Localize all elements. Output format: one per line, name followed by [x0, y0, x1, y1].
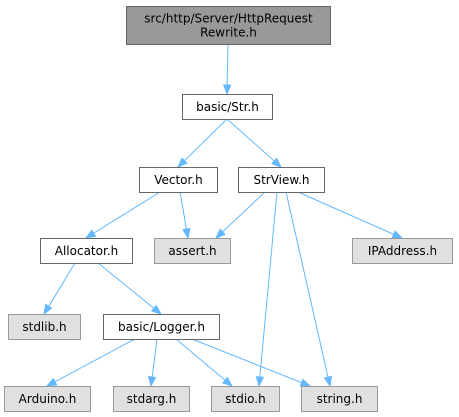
node-label-root-line-1: src/http/Server/HttpRequest	[144, 12, 313, 26]
node-box-stdarg	[113, 386, 190, 412]
edge-logger-to-stdio	[175, 338, 226, 381]
node-box-str	[182, 94, 273, 120]
node-stdlib: stdlib.h	[8, 314, 81, 340]
node-string: string.h	[301, 386, 378, 412]
edge-arrowhead-logger-to-stdio	[222, 376, 234, 387]
edge-arrowhead-logger-to-string	[299, 378, 312, 387]
node-label-str: basic/Str.h	[196, 100, 259, 114]
node-stdio: stdio.h	[211, 386, 280, 412]
node-label-allocator: Allocator.h	[55, 244, 118, 258]
node-vector[interactable]: Vector.h	[139, 167, 218, 193]
node-box-stdio	[211, 386, 280, 412]
edge-logger-to-arduino	[54, 338, 136, 383]
edge-str-to-strview	[226, 118, 275, 162]
edge-root-to-str	[226, 43, 229, 86]
node-box-strview	[238, 167, 325, 193]
node-label-ipaddress: IPAddress.h	[368, 244, 437, 258]
node-assert: assert.h	[154, 238, 231, 264]
node-box-stdlib	[8, 314, 81, 340]
edge-strview-to-stdio	[259, 191, 278, 378]
node-label-stdarg: stdarg.h	[127, 392, 177, 406]
edge-arrowhead-vector-to-allocator	[84, 229, 97, 239]
node-box-logger	[103, 314, 220, 340]
edge-arrowhead-allocator-to-logger	[150, 304, 163, 315]
node-allocator[interactable]: Allocator.h	[40, 238, 133, 264]
edge-arrowhead-strview-to-ipaddress	[391, 230, 404, 239]
edge-vector-to-allocator	[93, 191, 161, 234]
node-box-ipaddress	[352, 238, 453, 264]
edge-allocator-to-stdlib	[48, 262, 76, 307]
edge-vector-to-assert	[179, 191, 187, 230]
node-label-vector: Vector.h	[154, 173, 203, 187]
node-str[interactable]: basic/Str.h	[182, 94, 273, 120]
edge-arrowhead-logger-to-arduino	[45, 377, 58, 387]
edge-arrowhead-strview-to-stdio	[255, 376, 265, 388]
node-label-stdio: stdio.h	[225, 392, 265, 406]
node-strview[interactable]: StrView.h	[238, 167, 325, 193]
node-label-root-line-2: Rewrite.h	[200, 26, 257, 40]
edge-strview-to-string	[285, 191, 329, 378]
edge-arrowhead-root-to-str	[222, 84, 232, 96]
node-box-root	[126, 6, 331, 45]
node-box-vector	[139, 167, 218, 193]
node-label-logger: basic/Logger.h	[118, 320, 205, 334]
node-logger[interactable]: basic/Logger.h	[103, 314, 220, 340]
edge-strview-to-ipaddress	[297, 191, 394, 235]
node-box-string	[301, 386, 378, 412]
edge-arrowhead-strview-to-assert	[214, 228, 226, 239]
node-box-arduino	[4, 386, 91, 412]
edge-arrowhead-strview-to-string	[323, 375, 333, 388]
node-box-allocator	[40, 238, 133, 264]
node-label-assert: assert.h	[168, 244, 216, 258]
node-label-string: string.h	[317, 392, 363, 406]
edge-logger-to-stdarg	[151, 338, 158, 378]
edge-layer	[43, 43, 404, 388]
node-arduino: Arduino.h	[4, 386, 91, 412]
edge-logger-to-string	[191, 338, 302, 384]
node-label-stdlib: stdlib.h	[22, 320, 66, 334]
edge-arrowhead-vector-to-assert	[182, 227, 191, 240]
edge-strview-to-assert	[222, 191, 266, 233]
node-ipaddress: IPAddress.h	[352, 238, 453, 264]
node-stdarg: stdarg.h	[113, 386, 190, 412]
node-label-strview: StrView.h	[253, 173, 309, 187]
edge-arrowhead-str-to-vector	[177, 157, 188, 168]
edge-arrowhead-str-to-strview	[271, 157, 283, 168]
node-label-arduino: Arduino.h	[19, 392, 77, 406]
edge-arrowhead-allocator-to-stdlib	[43, 303, 53, 316]
edge-arrowhead-logger-to-stdarg	[148, 376, 157, 388]
edge-allocator-to-logger	[97, 262, 155, 309]
node-box-assert	[154, 238, 231, 264]
edge-str-to-vector	[184, 118, 228, 162]
